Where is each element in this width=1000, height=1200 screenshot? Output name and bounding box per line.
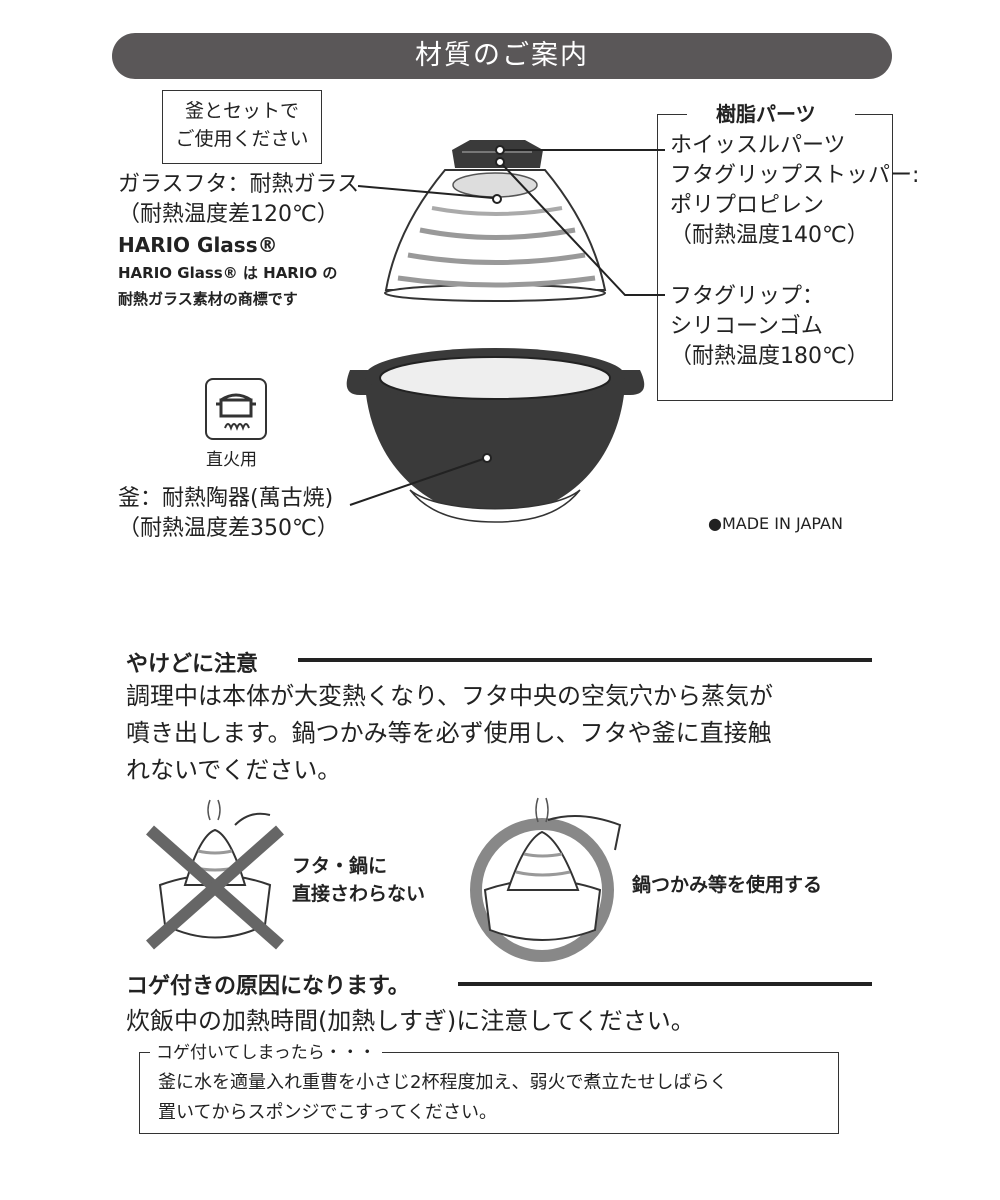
grip-line: フタグリップ： xyxy=(670,284,825,309)
set-note-line: 釜とセットで xyxy=(184,100,299,122)
glass-lid-temp: （耐熱温度差120℃） xyxy=(118,202,339,227)
leader-lines xyxy=(349,149,665,506)
box-top-right-rule xyxy=(855,114,892,115)
ok-illustration xyxy=(470,797,622,962)
scorch-tip-line: 置いてからスポンジでこすってください。 xyxy=(158,1102,497,1123)
hario-glass-mark: HARIO Glass® xyxy=(118,233,278,257)
ng-label-line: 直接さわらない xyxy=(292,883,426,905)
set-note-box: 釜とセットで ご使用ください xyxy=(162,90,322,164)
whistle-parts-label: ホイッスルパーツ フタグリップストッパー: ポリプロピレン （耐熱温度140℃） xyxy=(670,131,919,251)
box-top-left-rule xyxy=(657,114,687,115)
grip-line: シリコーンゴム xyxy=(670,314,823,339)
section-rule xyxy=(458,982,872,986)
glass-lid-label: ガラスフタ：耐熱ガラス （耐熱温度差120℃） HARIO Glass® HAR… xyxy=(118,170,359,312)
set-note-line: ご使用ください xyxy=(175,128,309,150)
direct-fire-label: 直火用 xyxy=(206,450,257,470)
scorch-warning-title: コゲ付きの原因になります。 xyxy=(126,974,410,999)
glass-lid-illustration xyxy=(384,140,607,302)
trademark-note: 耐熱ガラス素材の商標です xyxy=(118,290,298,308)
burn-warning-title: やけどに注意 xyxy=(126,652,259,677)
scorch-warning-text: 炊飯中の加熱時間(加熱しすぎ)に注意してください。 xyxy=(126,1007,695,1035)
resin-parts-title: 樹脂パーツ xyxy=(716,102,816,126)
grip-parts-label: フタグリップ： シリコーンゴム （耐熱温度180℃） xyxy=(670,282,869,372)
glass-lid-material: ガラスフタ：耐熱ガラス xyxy=(118,172,360,197)
section-rule xyxy=(298,658,872,662)
whistle-line: フタグリップストッパー: xyxy=(670,163,920,188)
scorch-tip-text: 釜に水を適量入れ重曹を小さじ2杯程度加え、弱火で煮立たせしばらく 置いてからスポ… xyxy=(158,1068,727,1128)
ng-label: フタ・鍋に 直接さわらない xyxy=(292,852,425,908)
whistle-line: （耐熱温度140℃） xyxy=(670,223,869,248)
burn-warning-text: 調理中は本体が大変熱くなり、フタ中央の空気穴から蒸気が 噴き出します。鍋つかみ等… xyxy=(126,678,773,789)
trademark-note: HARIO Glass® は HARIO の xyxy=(118,264,338,282)
pot-label: 釜：耐熱陶器(萬古焼) （耐熱温度差350℃） xyxy=(118,484,339,544)
pot-illustration xyxy=(346,348,645,523)
ng-label-line: フタ・鍋に xyxy=(292,855,388,877)
product-illustration xyxy=(346,140,665,523)
pot-material: 釜：耐熱陶器(萬古焼) xyxy=(118,486,334,511)
resin-parts-box xyxy=(657,114,893,401)
scorch-tip-box xyxy=(139,1052,839,1134)
whistle-line: ホイッスルパーツ xyxy=(670,133,846,158)
grip-line: （耐熱温度180℃） xyxy=(670,344,869,369)
scorch-tip-title: コゲ付いてしまったら・・・ xyxy=(150,1041,382,1065)
warning-line: 調理中は本体が大変熱くなり、フタ中央の空気穴から蒸気が xyxy=(126,682,774,710)
whistle-line: ポリプロピレン xyxy=(670,193,825,218)
page-title: 材質のご案内 xyxy=(112,33,892,79)
ng-illustration xyxy=(146,799,284,950)
pot-temp: （耐熱温度差350℃） xyxy=(118,516,339,541)
warning-line: 噴き出します。鍋つかみ等を必ず使用し、フタや釜に直接触 xyxy=(126,719,772,747)
warning-line: れないでください。 xyxy=(126,756,342,784)
leader-dots xyxy=(482,145,505,463)
direct-fire-icon xyxy=(205,378,267,440)
made-in-japan: ●MADE IN JAPAN xyxy=(708,514,843,533)
scorch-tip-line: 釜に水を適量入れ重曹を小さじ2杯程度加え、弱火で煮立たせしばらく xyxy=(158,1072,728,1093)
ok-label: 鍋つかみ等を使用する xyxy=(632,874,823,896)
